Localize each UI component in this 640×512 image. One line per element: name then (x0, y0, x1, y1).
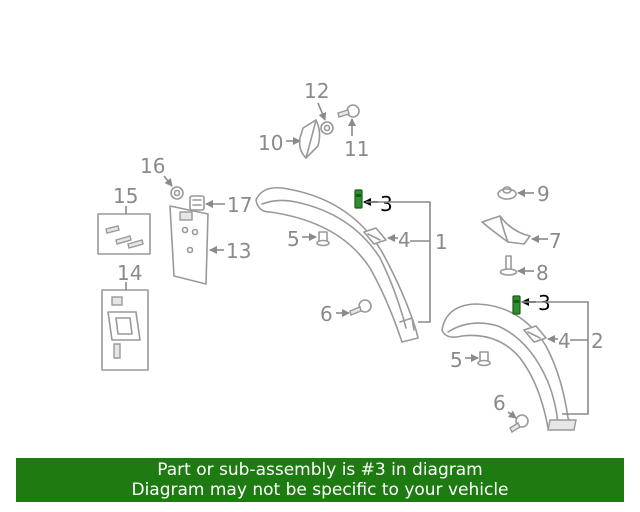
part-12-nut[interactable] (320, 121, 334, 135)
callout-6-rear[interactable]: 6 (493, 391, 506, 415)
callout-2[interactable]: 2 (591, 329, 604, 353)
part-15-screw-kit[interactable] (97, 213, 151, 255)
callout-7[interactable]: 7 (549, 229, 562, 253)
notice-line-1: Part or sub-assembly is #3 in diagram (157, 460, 483, 480)
part-9-nut[interactable] (497, 186, 517, 200)
part-7-bracket[interactable] (481, 215, 531, 245)
callout-12[interactable]: 12 (304, 79, 329, 103)
callout-1[interactable]: 1 (435, 230, 448, 254)
part-14-bracket-kit[interactable] (101, 289, 149, 371)
part-10-retainer[interactable] (298, 119, 321, 159)
callout-3-rear[interactable]: 3 (538, 291, 551, 315)
part-4-seal-rear[interactable] (523, 325, 547, 343)
callout-16[interactable]: 16 (140, 154, 165, 178)
part-5-clip-rear[interactable] (477, 351, 491, 367)
callout-17[interactable]: 17 (227, 193, 252, 217)
callout-8[interactable]: 8 (536, 261, 549, 285)
part-1-fender-flare[interactable] (255, 186, 419, 343)
part-13-mud-flap[interactable] (169, 205, 209, 285)
part-6-bolt-rear[interactable] (509, 414, 529, 434)
part-5-clip-front[interactable] (316, 231, 330, 247)
callout-13[interactable]: 13 (226, 239, 251, 263)
callout-4-front[interactable]: 4 (398, 228, 411, 252)
callout-5-rear[interactable]: 5 (450, 348, 463, 372)
part-11-screw[interactable] (337, 104, 360, 118)
part-6-bolt-front[interactable] (349, 299, 372, 316)
callout-11[interactable]: 11 (344, 137, 369, 161)
part-3-clip-rear[interactable] (512, 295, 521, 315)
callout-6-front[interactable]: 6 (320, 302, 333, 326)
callout-9[interactable]: 9 (537, 182, 550, 206)
fitment-notice-banner: Part or sub-assembly is #3 in diagram Di… (16, 458, 624, 502)
part-4-seal-front[interactable] (363, 227, 387, 245)
callout-15[interactable]: 15 (113, 184, 138, 208)
callout-5-front[interactable]: 5 (287, 227, 300, 251)
notice-line-2: Diagram may not be specific to your vehi… (131, 480, 509, 500)
callout-10[interactable]: 10 (258, 131, 283, 155)
callout-3-front[interactable]: 3 (380, 192, 393, 216)
callout-4-rear[interactable]: 4 (558, 329, 571, 353)
part-17-clip[interactable] (189, 195, 205, 211)
callout-14[interactable]: 14 (117, 261, 142, 285)
part-16-nut[interactable] (170, 186, 184, 200)
part-8-stud[interactable] (499, 255, 518, 276)
part-2-fender-flare[interactable] (441, 303, 577, 431)
part-3-clip-front[interactable] (354, 189, 363, 209)
